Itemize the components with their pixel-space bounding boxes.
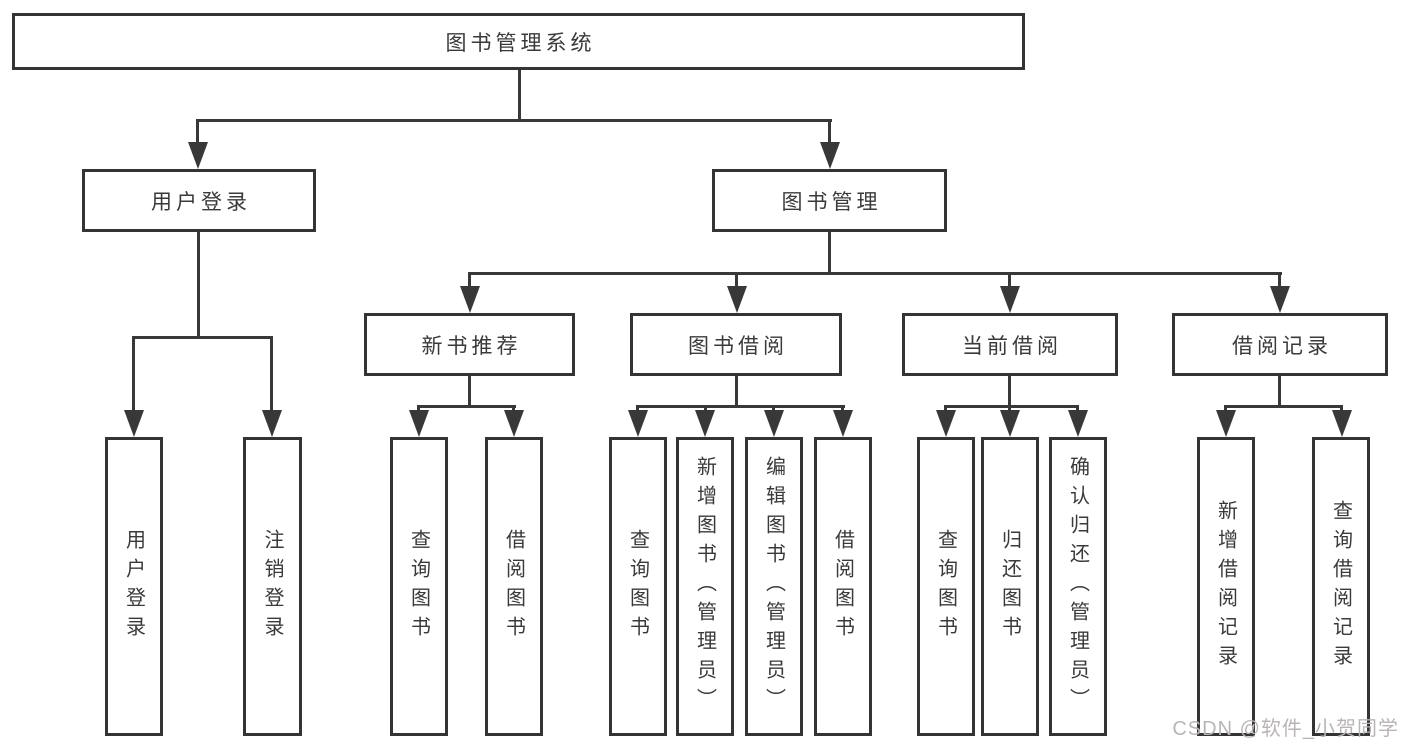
connector-arrowhead: [1332, 410, 1352, 437]
connector-arrowhead: [833, 410, 853, 437]
leaf-query-books-3-label: 查询图书: [934, 528, 957, 645]
connector-arrowhead: [1068, 410, 1088, 437]
leaf-user-login: 用户登录: [105, 437, 163, 736]
connector-vline: [518, 70, 521, 122]
connector-hline: [1224, 405, 1343, 408]
leaf-edit-books-admin-label: 编辑图书（管理员）: [762, 456, 785, 717]
node-root-label: 图书管理系统: [445, 31, 596, 55]
leaf-confirm-return-admin-label: 确认归还（管理员）: [1066, 456, 1089, 717]
connector-hline: [468, 272, 1282, 275]
leaf-return-books: 归还图书: [981, 437, 1039, 736]
node-book-borrowing-label: 图书借阅: [688, 334, 788, 358]
node-new-book-recommend-label: 新书推荐: [421, 334, 522, 358]
node-book-management: 图书管理: [712, 169, 947, 232]
connector-arrowhead: [460, 286, 480, 313]
node-current-borrowing-label: 当前借阅: [962, 334, 1062, 358]
connector-arrowhead: [262, 410, 282, 437]
connector-vline: [196, 119, 199, 149]
leaf-borrow-books-1: 借阅图书: [485, 437, 543, 736]
watermark: CSDN @软件_小贺同学: [1172, 718, 1399, 740]
connector-arrowhead: [1000, 410, 1020, 437]
leaf-user-login-label: 用户登录: [122, 528, 145, 645]
leaf-query-borrow-record-label: 查询借阅记录: [1329, 499, 1352, 674]
connector-arrowhead: [764, 410, 784, 437]
connector-vline: [132, 336, 135, 416]
node-borrowing-records-label: 借阅记录: [1232, 334, 1332, 358]
connector-hline: [636, 405, 845, 408]
connector-arrowhead: [124, 410, 144, 437]
connector-vline: [828, 119, 831, 149]
connector-arrowhead: [936, 410, 956, 437]
connector-arrowhead: [727, 286, 747, 313]
leaf-query-books-2: 查询图书: [609, 437, 667, 736]
node-user-login: 用户登录: [82, 169, 316, 232]
node-root: 图书管理系统: [12, 13, 1025, 70]
connector-vline: [735, 376, 738, 408]
node-user-login-label: 用户登录: [151, 190, 251, 214]
leaf-return-books-label: 归还图书: [998, 528, 1021, 645]
connector-vline: [468, 376, 471, 408]
connector-hline: [132, 336, 273, 339]
connector-arrowhead: [820, 142, 840, 169]
leaf-borrow-books-2: 借阅图书: [814, 437, 872, 736]
leaf-query-books-1: 查询图书: [390, 437, 448, 736]
connector-arrowhead: [1216, 410, 1236, 437]
connector-vline: [1278, 376, 1281, 408]
node-book-borrowing: 图书借阅: [630, 313, 842, 376]
leaf-query-books-3: 查询图书: [917, 437, 975, 736]
leaf-borrow-books-2-label: 借阅图书: [831, 528, 854, 645]
connector-vline: [270, 336, 273, 416]
leaf-confirm-return-admin: 确认归还（管理员）: [1049, 437, 1107, 736]
connector-hline: [196, 119, 832, 122]
connector-arrowhead: [188, 142, 208, 169]
leaf-query-borrow-record: 查询借阅记录: [1312, 437, 1370, 736]
leaf-add-books-admin: 新增图书（管理员）: [676, 437, 734, 736]
leaf-add-borrow-record: 新增借阅记录: [1197, 437, 1255, 736]
connector-arrowhead: [695, 410, 715, 437]
leaf-query-books-1-label: 查询图书: [407, 528, 430, 645]
connector-vline: [735, 272, 738, 292]
connector-hline: [944, 405, 1079, 408]
connector-arrowhead: [628, 410, 648, 437]
leaf-borrow-books-1-label: 借阅图书: [502, 528, 525, 645]
leaf-query-books-2-label: 查询图书: [626, 528, 649, 645]
connector-vline: [197, 232, 200, 339]
connector-vline: [1008, 376, 1011, 408]
connector-arrowhead: [1000, 286, 1020, 313]
connector-vline: [1278, 272, 1281, 292]
connector-arrowhead: [504, 410, 524, 437]
connector-arrowhead: [1270, 286, 1290, 313]
node-new-book-recommend: 新书推荐: [364, 313, 575, 376]
leaf-edit-books-admin: 编辑图书（管理员）: [745, 437, 803, 736]
connector-hline: [417, 405, 516, 408]
leaf-logout: 注销登录: [243, 437, 302, 736]
connector-vline: [828, 232, 831, 275]
connector-arrowhead: [409, 410, 429, 437]
leaf-add-books-admin-label: 新增图书（管理员）: [693, 456, 716, 717]
connector-vline: [468, 272, 471, 292]
node-borrowing-records: 借阅记录: [1172, 313, 1388, 376]
connector-vline: [1008, 272, 1011, 292]
node-book-management-label: 图书管理: [781, 190, 882, 214]
node-current-borrowing: 当前借阅: [902, 313, 1118, 376]
leaf-add-borrow-record-label: 新增借阅记录: [1214, 499, 1237, 674]
leaf-logout-label: 注销登录: [261, 528, 283, 645]
